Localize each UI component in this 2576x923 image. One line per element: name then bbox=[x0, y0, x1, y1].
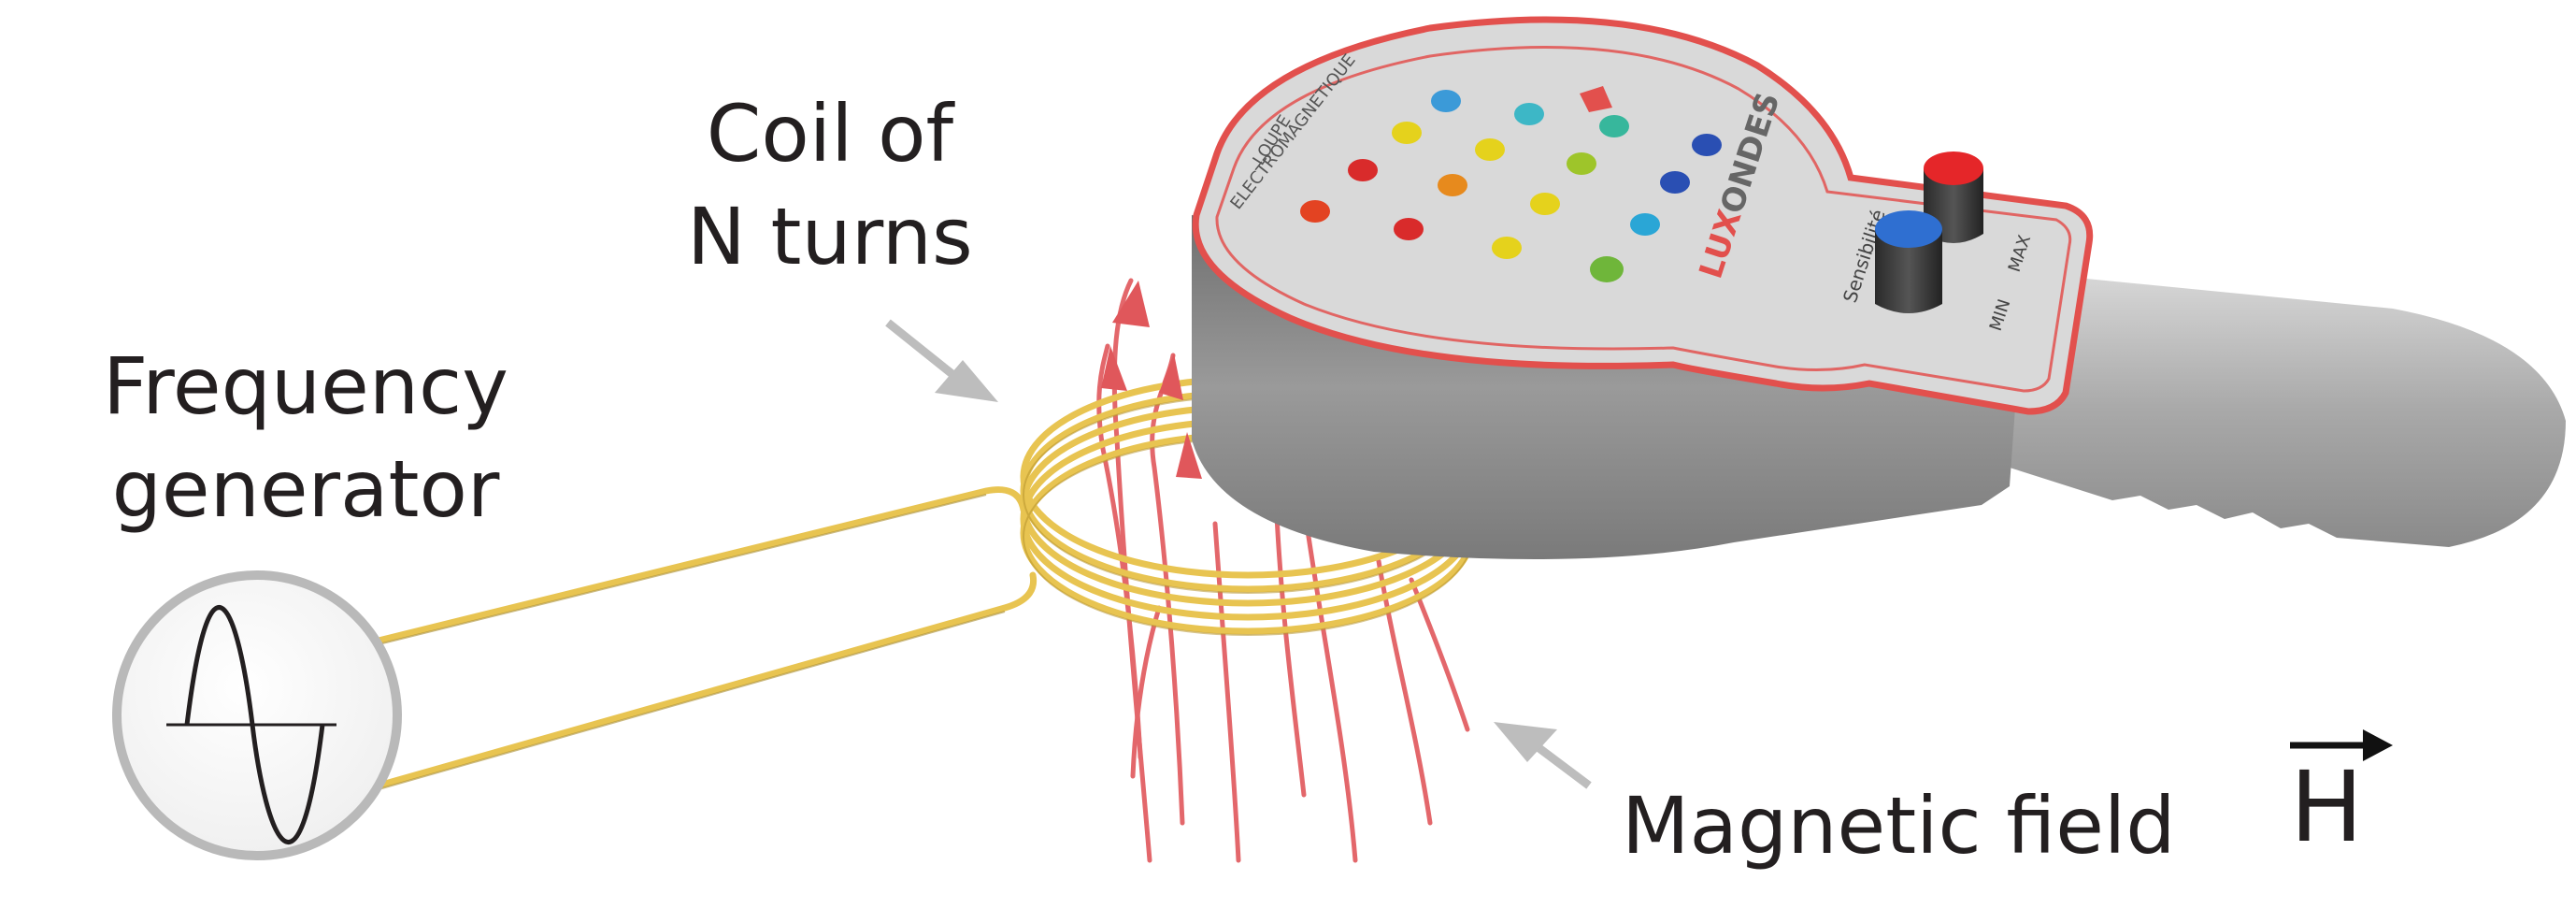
led bbox=[1475, 138, 1505, 161]
coil-label-line1: Coil of bbox=[706, 88, 954, 180]
coil-label: Coil of N turns bbox=[687, 82, 973, 288]
field-symbol-label: H bbox=[2290, 750, 2364, 864]
led bbox=[1692, 134, 1722, 156]
led bbox=[1567, 152, 1596, 175]
field-arrows bbox=[1101, 281, 1202, 479]
coil-pointer-arrow bbox=[885, 319, 961, 382]
led bbox=[1492, 237, 1522, 259]
field-pointer-arrow bbox=[1530, 740, 1592, 789]
vector-arrow-icon bbox=[2290, 729, 2393, 761]
device-handle bbox=[2010, 271, 2566, 547]
led bbox=[1514, 103, 1544, 125]
frequency-generator-label-line2: generator bbox=[111, 443, 500, 535]
coil-pointer-arrowhead bbox=[935, 360, 998, 402]
electromagnetic-loupe-device: LOUPE ELECTROMAGNETIQUE LUXONDES Sensibi… bbox=[1192, 16, 2566, 559]
frequency-generator-label: Frequency generator bbox=[103, 335, 508, 541]
device-trim-line bbox=[1215, 46, 2072, 393]
magnetic-field-lines bbox=[1096, 278, 1470, 863]
led bbox=[1394, 218, 1424, 240]
frequency-generator bbox=[112, 570, 402, 860]
led-array bbox=[1300, 86, 1722, 282]
led bbox=[1630, 213, 1660, 236]
pointer-arrows bbox=[885, 319, 1592, 789]
magnetic-field-label: Magnetic field bbox=[1622, 780, 2176, 872]
frequency-generator-label-line1: Frequency bbox=[103, 340, 508, 432]
sine-wave-icon bbox=[184, 605, 325, 844]
generator-wires-shadow bbox=[378, 494, 1006, 790]
led bbox=[1590, 256, 1624, 282]
field-pointer-arrowhead bbox=[1494, 722, 1557, 762]
led bbox=[1599, 115, 1629, 137]
logo-mark bbox=[1580, 86, 1612, 112]
knob-blue bbox=[1875, 210, 1942, 313]
led bbox=[1660, 171, 1690, 194]
led bbox=[1530, 193, 1560, 215]
coil-label-line2: N turns bbox=[687, 191, 973, 282]
led bbox=[1438, 174, 1467, 196]
led bbox=[1300, 200, 1330, 223]
led bbox=[1348, 159, 1378, 181]
led bbox=[1431, 90, 1461, 112]
led bbox=[1392, 122, 1422, 144]
